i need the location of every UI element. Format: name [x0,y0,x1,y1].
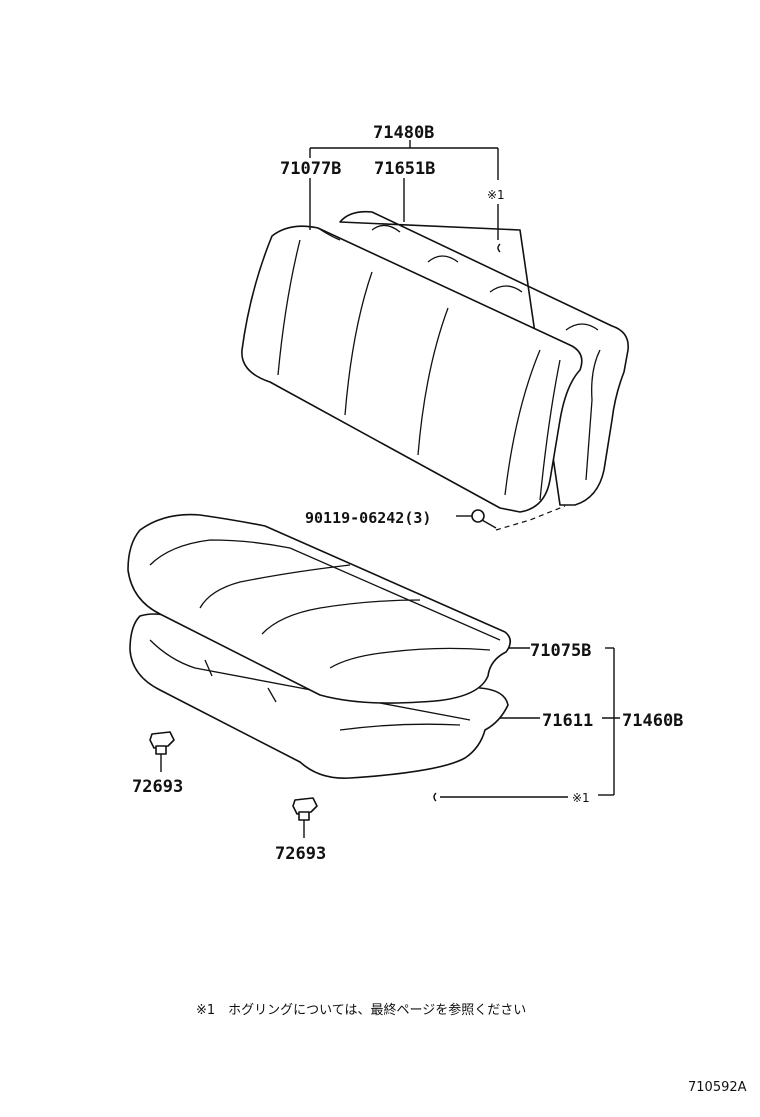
seatback-cover-drawing [241,225,583,513]
hog-ring-bottom-icon [433,792,437,802]
label-cushion-assy: 71460B [622,711,683,731]
footnote: ※1 ホグリングについては、最終ページを参照ください [196,1002,526,1018]
bolt-drawing [471,505,566,531]
label-hog-ring-top: ※1 [487,188,505,202]
label-cushion-cover: 71075B [530,641,591,661]
label-clip-left: 72693 [132,777,183,797]
diagram-code: 710592A [688,1080,747,1095]
label-seatback-pad: 71651B [374,159,435,179]
label-seatback-cover: 71077B [280,159,341,179]
label-clip-right: 72693 [275,844,326,864]
clip-right-drawing [292,797,318,838]
label-bolt: 90119-06242(3) [305,509,431,527]
label-hog-ring-bottom: ※1 [572,791,590,805]
label-seatback-assy: 71480B [373,123,434,143]
label-cushion-pad: 71611 [542,711,593,731]
hog-ring-top-icon [497,243,501,253]
leader-lines [309,140,620,798]
seat-cushion-cover-drawing [127,513,512,704]
clip-left-drawing [149,731,175,772]
seat-cushion-pad-drawing [129,613,509,779]
